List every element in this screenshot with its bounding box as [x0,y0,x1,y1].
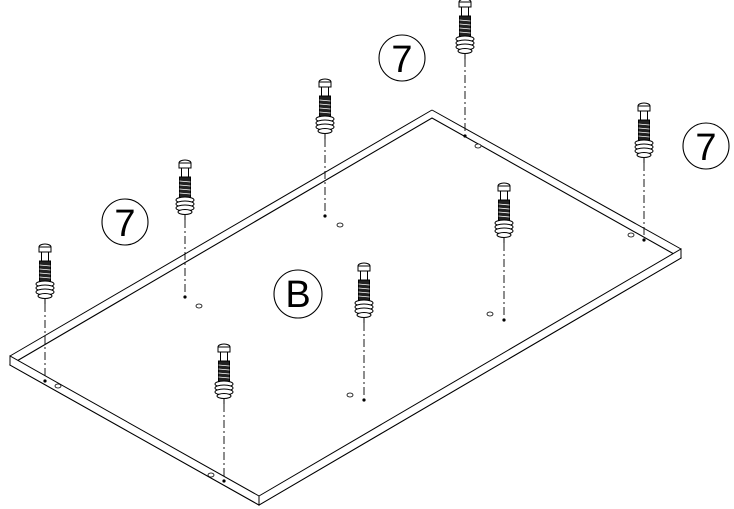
drilled-hole-icon [336,222,344,228]
drilled-hole-icon [195,303,203,309]
drilled-hole-icon [207,472,215,478]
cam-bolt-screw-icon [634,102,654,243]
panel-board [8,109,683,506]
drilled-hole-icon [627,232,635,238]
part-callout: 7 [378,34,426,82]
drilled-hole-icon [54,383,62,389]
drilled-hole-icon [486,311,494,317]
part-callout-text: 7 [391,39,412,81]
drilled-hole-icon [474,143,482,149]
drilled-hole-icon [346,392,354,398]
panel-holes [54,143,635,478]
panel-label-text: B [285,274,310,316]
cam-bolt-screw-icon [455,0,475,139]
panel-label: B [273,269,323,319]
part-callout-text: 7 [695,127,716,169]
part-callout-text: 7 [114,203,135,245]
part-callout: 7 [101,198,149,246]
part-callout: 7 [682,122,730,170]
